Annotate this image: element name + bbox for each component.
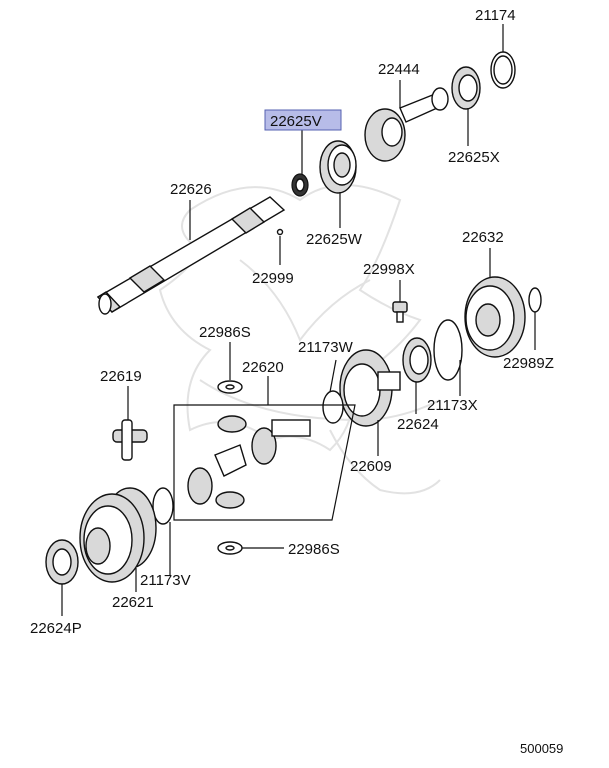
label-22998X: 22998X [363,261,415,278]
diff-case-22621[interactable] [79,487,157,583]
label-22624P: 22624P [30,620,82,637]
label-22986S-bottom: 22986S [288,541,340,558]
ball-22999[interactable] [276,228,284,236]
washer-22986S-top[interactable] [217,380,243,394]
label-21174: 21174 [475,7,516,24]
bearing-22625W[interactable] [319,140,357,194]
ring-21173X[interactable] [433,319,463,381]
ring-21173W[interactable] [322,390,344,424]
watermark-emblem [158,184,441,495]
diagram-code: 500059 [520,741,563,756]
needle-bearing-22625V[interactable] [291,173,309,197]
bearing-22625X[interactable] [451,66,481,110]
bolt-22998X[interactable] [392,301,408,323]
label-22619: 22619 [100,368,142,385]
flange-22609[interactable] [339,349,401,427]
label-22624: 22624 [397,416,439,433]
label-21173V: 21173V [140,572,191,589]
pinion-shaft-22619[interactable] [112,419,148,461]
case-22632[interactable] [464,276,526,358]
label-22989Z: 22989Z [503,355,554,372]
label-22626: 22626 [170,181,212,198]
bearing-22624P[interactable] [45,539,79,585]
label-22621: 22621 [112,594,154,611]
label-21173X: 21173X [427,397,478,414]
drive-gear-22444[interactable] [364,87,449,162]
bearing-22624[interactable] [402,337,432,383]
label-22625W: 22625W [306,231,363,248]
label-22620: 22620 [242,359,284,376]
ring-21173V[interactable] [152,487,174,525]
gear-set-22620[interactable] [173,404,356,521]
ring-22989Z[interactable] [528,287,542,313]
label-22632: 22632 [462,229,504,246]
label-22625V: 22625V [270,113,322,130]
label-22625X: 22625X [448,149,500,166]
highlight-22625V [264,109,342,131]
label-22999: 22999 [252,270,294,287]
label-22986S-top: 22986S [199,324,251,341]
label-21173W: 21173W [298,339,354,356]
label-22609: 22609 [350,458,392,475]
main-shaft-22626[interactable] [96,196,286,315]
label-22444: 22444 [378,61,420,78]
washer-22986S-bottom[interactable] [217,541,243,555]
snap-ring-21174[interactable] [490,51,516,89]
